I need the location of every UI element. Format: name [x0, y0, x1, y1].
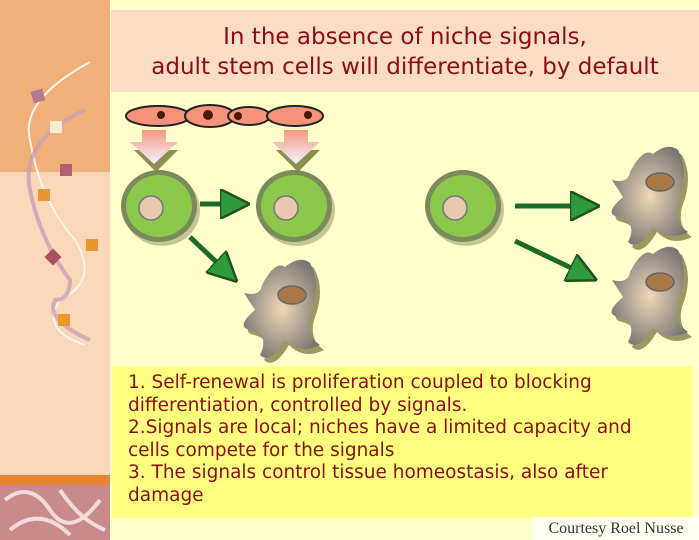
- niche-cells: [125, 104, 324, 128]
- stem-cell: [424, 169, 505, 247]
- title-line-1: In the absence of niche signals,: [223, 24, 587, 50]
- slide-title: In the absence of niche signals, adult s…: [111, 10, 699, 92]
- credit-label: Courtesy Roel Nusse: [533, 517, 699, 540]
- differentiated-cell: [610, 246, 693, 351]
- signal-arrow: [272, 130, 320, 172]
- differentiated-cell: [242, 259, 325, 364]
- title-line-2: adult stem cells will differentiate, by …: [151, 54, 659, 80]
- key-points: 1. Self-renewal is proliferation coupled…: [112, 366, 692, 518]
- point-line: damage: [128, 484, 204, 506]
- point-line: 2.Signals are local; niches have a limit…: [128, 417, 632, 438]
- differentiation-arrows: [188, 204, 590, 276]
- point-line: 3. The signals control tissue homeostasi…: [128, 462, 608, 483]
- stem-cell: [120, 169, 201, 247]
- stem-cell: [255, 169, 336, 247]
- differentiated-cell: [610, 146, 693, 251]
- point-line: cells compete for the signals: [128, 439, 395, 461]
- point-line: 1. Self-renewal is proliferation coupled…: [128, 372, 592, 393]
- decorative-sidebar: [0, 0, 110, 540]
- signal-arrow: [130, 130, 178, 172]
- stem-cell-diagram: [120, 104, 693, 364]
- point-line: differentiation, controlled by signals.: [128, 394, 468, 416]
